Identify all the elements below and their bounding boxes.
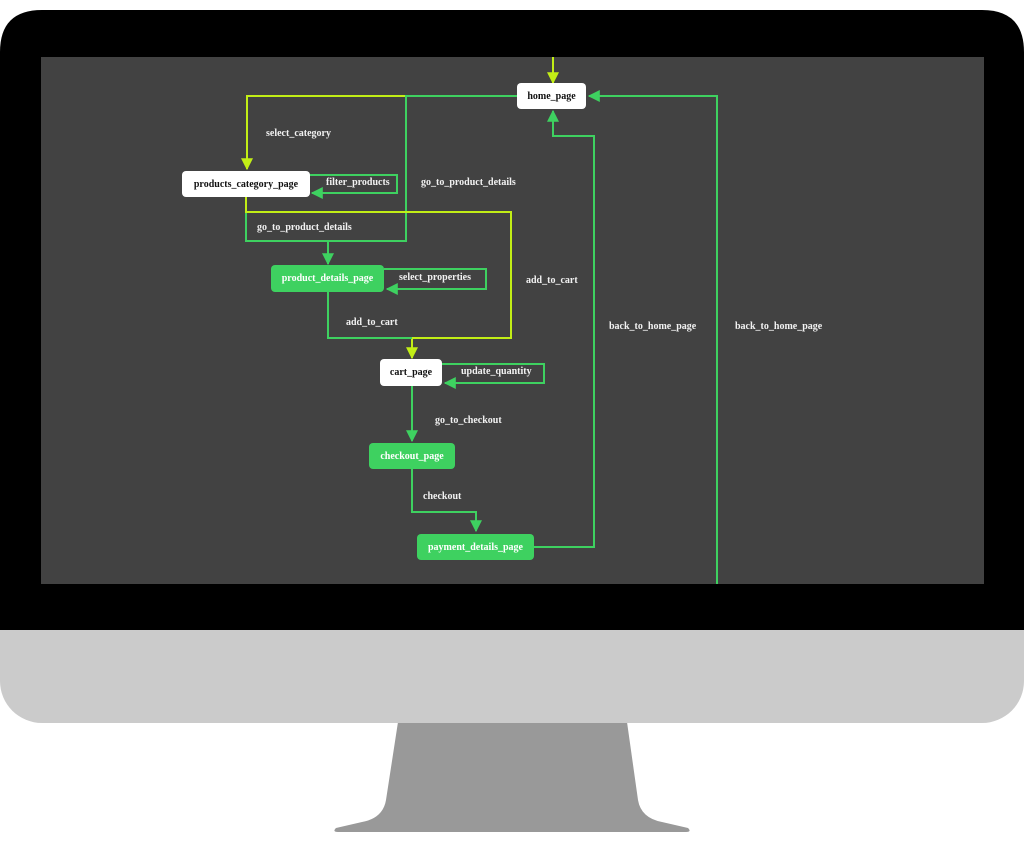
edge-label-select-category: select_category	[266, 128, 331, 139]
edge-filter-products	[309, 174, 398, 199]
edge-label-category-add-to-cart: add_to_cart	[526, 275, 578, 286]
node-home-page[interactable]: home_page	[517, 83, 586, 109]
edge-checkout	[411, 469, 482, 533]
edge-label-select-properties: select_properties	[399, 272, 472, 283]
monitor-stand	[334, 722, 690, 832]
node-products-category-page[interactable]: products_category_page	[182, 171, 310, 197]
edge-category-go-to-product-details	[245, 197, 334, 266]
edge-label-details-add-to-cart: add_to_cart	[346, 317, 398, 328]
edge-label-home-go-to-product-details: go_to_product_details	[421, 177, 516, 188]
edge-label-payment-back-to-home: back_to_home_page	[609, 321, 697, 332]
node-product-details-page[interactable]: product_details_page	[271, 265, 384, 292]
edge-offscreen-back-to-home	[587, 90, 718, 584]
flow-diagram-edges	[241, 57, 718, 584]
edge-home-go-to-product-details	[246, 95, 517, 242]
edge-category-add-to-cart	[245, 197, 512, 360]
edge-details-add-to-cart	[327, 292, 412, 339]
edge-payment-back-to-home	[533, 109, 595, 548]
node-cart-page[interactable]: cart_page	[380, 359, 442, 386]
edge-update-quantity	[442, 363, 545, 389]
edge-label-go-to-checkout: go_to_checkout	[435, 415, 502, 426]
edge-select-properties	[384, 268, 487, 295]
edge-label-category-go-to-product-details: go_to_product_details	[257, 222, 352, 233]
edge-label-offscreen-back-to-home: back_to_home_page	[735, 321, 823, 332]
monitor-screen: home_page products_category_page product…	[41, 57, 984, 584]
node-checkout-page[interactable]: checkout_page	[369, 443, 455, 469]
edge-label-checkout: checkout	[423, 491, 462, 502]
edge-label-update-quantity: update_quantity	[461, 366, 532, 377]
node-payment-details-page[interactable]: payment_details_page	[417, 534, 534, 560]
edge-label-filter-products: filter_products	[326, 177, 390, 188]
